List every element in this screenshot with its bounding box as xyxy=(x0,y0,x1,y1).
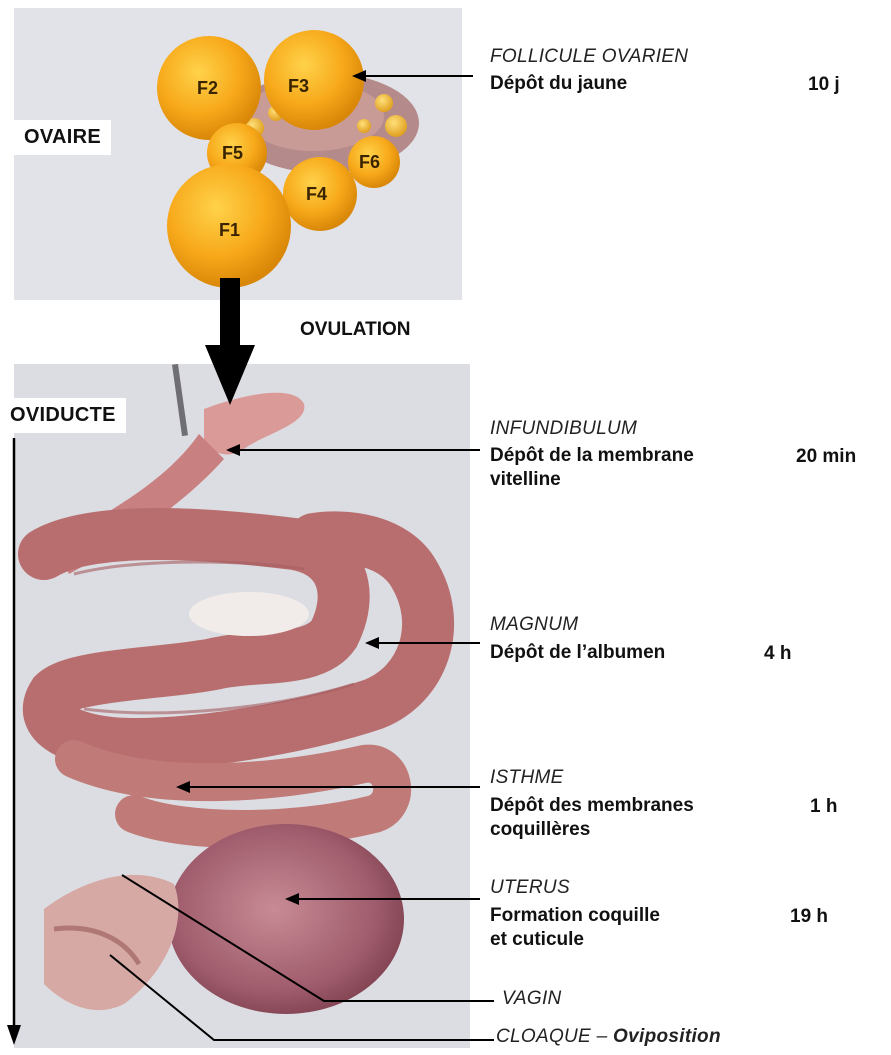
oviduct-direction-arrow xyxy=(7,438,21,1045)
uterus-desc-line2: et cuticule xyxy=(490,928,660,952)
isthme-desc-line2: coquillères xyxy=(490,818,694,842)
infundibulum-name: INFUNDIBULUM xyxy=(490,418,637,440)
uterus-duration: 19 h xyxy=(790,906,828,928)
pointer-magnum xyxy=(365,637,480,649)
cloaque-name: CLOAQUE – Oviposition xyxy=(496,1026,721,1048)
pointer-cloaque xyxy=(110,955,494,1040)
ovulation-label: OVULATION xyxy=(300,318,410,342)
uterus-desc: Formation coquille et cuticule xyxy=(490,904,660,952)
infundibulum-desc-line2: vitelline xyxy=(490,468,694,492)
oviposition-label: Oviposition xyxy=(613,1026,721,1047)
isthme-duration: 1 h xyxy=(810,796,837,818)
isthme-desc-line1: Dépôt des membranes xyxy=(490,794,694,818)
infundibulum-duration: 20 min xyxy=(796,446,856,468)
pointer-infundibulum xyxy=(226,444,480,456)
pointer-vagin xyxy=(122,875,494,1001)
cloaque-label: CLOAQUE – xyxy=(496,1026,613,1047)
ovulation-arrow xyxy=(205,278,255,405)
magnum-name: MAGNUM xyxy=(490,614,578,636)
pointer-uterus xyxy=(285,893,480,905)
magnum-desc: Dépôt de l’albumen xyxy=(490,641,665,665)
uterus-name: UTERUS xyxy=(490,877,570,899)
follicle-stage-duration: 10 j xyxy=(808,74,840,96)
follicle-stage-desc: Dépôt du jaune xyxy=(490,72,627,96)
vagin-name: VAGIN xyxy=(502,988,562,1010)
isthme-name: ISTHME xyxy=(490,767,564,789)
pointer-follicle xyxy=(352,70,473,82)
follicle-stage-name: FOLLICULE OVARIEN xyxy=(490,46,688,68)
infundibulum-desc: Dépôt de la membrane vitelline xyxy=(490,444,694,492)
uterus-desc-line1: Formation coquille xyxy=(490,904,660,928)
infundibulum-desc-line1: Dépôt de la membrane xyxy=(490,444,694,468)
pointer-isthme xyxy=(176,781,480,793)
isthme-desc: Dépôt des membranes coquillères xyxy=(490,794,694,842)
magnum-duration: 4 h xyxy=(764,643,791,665)
